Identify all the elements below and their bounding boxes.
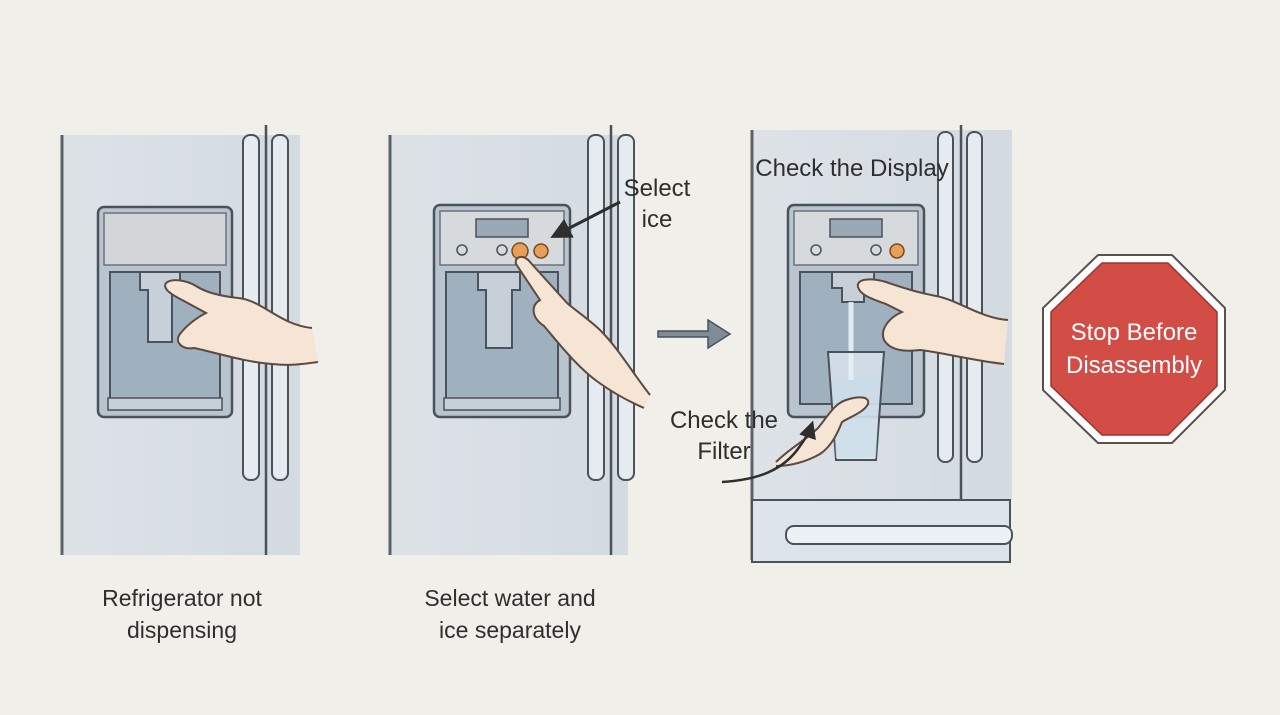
light-button [889, 243, 905, 259]
power-icon [456, 244, 468, 256]
stop-sign [1042, 254, 1226, 444]
caption-line: Select water and [424, 585, 596, 611]
dispenser-panel [103, 212, 227, 266]
check-filter-callout: Check the Filter [662, 405, 786, 467]
callout-line: Filter [697, 438, 751, 465]
drip-tray [443, 397, 561, 411]
step-1-caption: Refrigerator not dispensing [72, 582, 292, 646]
step-arrow [657, 318, 732, 350]
panel-3-fridge [721, 125, 1013, 563]
stop-sign-label: Stop Before Disassembly [1051, 316, 1217, 382]
select-ice-callout: Select ice [612, 173, 702, 235]
caption-line: Refrigerator not [102, 585, 262, 611]
hand-pressing-ice-button [514, 256, 651, 409]
drawer-handle [785, 525, 1013, 545]
door-handle [587, 134, 605, 481]
drip-tray [107, 397, 223, 411]
right-arrow-icon [657, 318, 732, 350]
stop-sign-line: Disassembly [1065, 352, 1203, 379]
select-ice-arrow [550, 200, 621, 238]
check-filter-arrow [721, 420, 816, 484]
water-icon [870, 244, 882, 256]
water-icon [496, 244, 508, 256]
display-screen [829, 218, 883, 238]
panel-1-fridge [60, 125, 319, 555]
dispenser-paddle [477, 271, 521, 349]
display-screen [475, 218, 529, 238]
caption-line: dispensing [127, 617, 237, 643]
hand-on-dispenser [856, 278, 1009, 365]
door-handle [966, 131, 983, 463]
callout-line: Select [623, 175, 691, 202]
caption-line: ice separately [439, 617, 581, 643]
power-icon [810, 244, 822, 256]
hand-pressing-paddle [164, 279, 319, 366]
callout-line: ice [641, 206, 673, 233]
panel-2-fridge [388, 125, 651, 555]
light-button [533, 243, 549, 259]
callout-line: Check the [669, 407, 779, 434]
door-handle [271, 134, 289, 481]
check-display-callout: Check the Display [755, 155, 949, 182]
step-2-caption: Select water and ice separately [400, 582, 620, 646]
stop-sign-line: Stop Before [1070, 319, 1198, 346]
stop-sign-octagon [1050, 262, 1218, 436]
